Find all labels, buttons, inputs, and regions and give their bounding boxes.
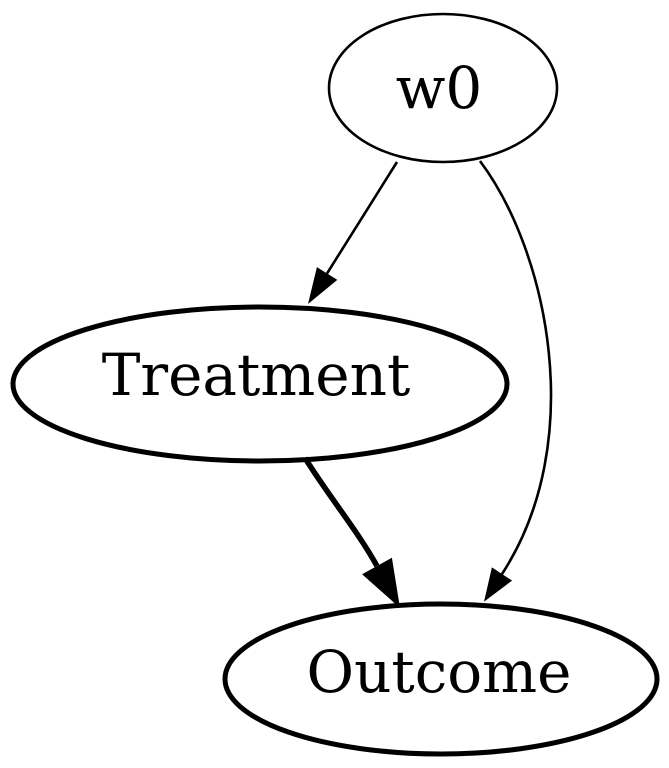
edge-treatment-outcome <box>302 456 400 608</box>
node-treatment: Treatment <box>10 304 510 464</box>
node-label-w0: w0 <box>396 54 483 122</box>
edge-w0-outcome <box>478 160 553 602</box>
edge-w0-treatment <box>308 161 399 304</box>
node-label-treatment: Treatment <box>102 341 411 409</box>
arrowhead-treatment-outcome <box>362 557 400 608</box>
node-ellipse-outcome <box>222 601 660 757</box>
node-label-outcome: Outcome <box>307 638 572 706</box>
node-ellipse-treatment <box>10 304 510 464</box>
node-outcome: Outcome <box>222 601 660 757</box>
node-w0: w0 <box>327 12 559 164</box>
edge-line-w0-outcome <box>478 160 553 575</box>
node-ellipse-w0 <box>327 12 559 164</box>
edge-line-treatment-outcome <box>302 456 380 568</box>
edge-line-w0-treatment <box>325 161 399 275</box>
arrowhead-w0-outcome <box>484 567 513 602</box>
arrowhead-w0-treatment <box>308 267 338 304</box>
